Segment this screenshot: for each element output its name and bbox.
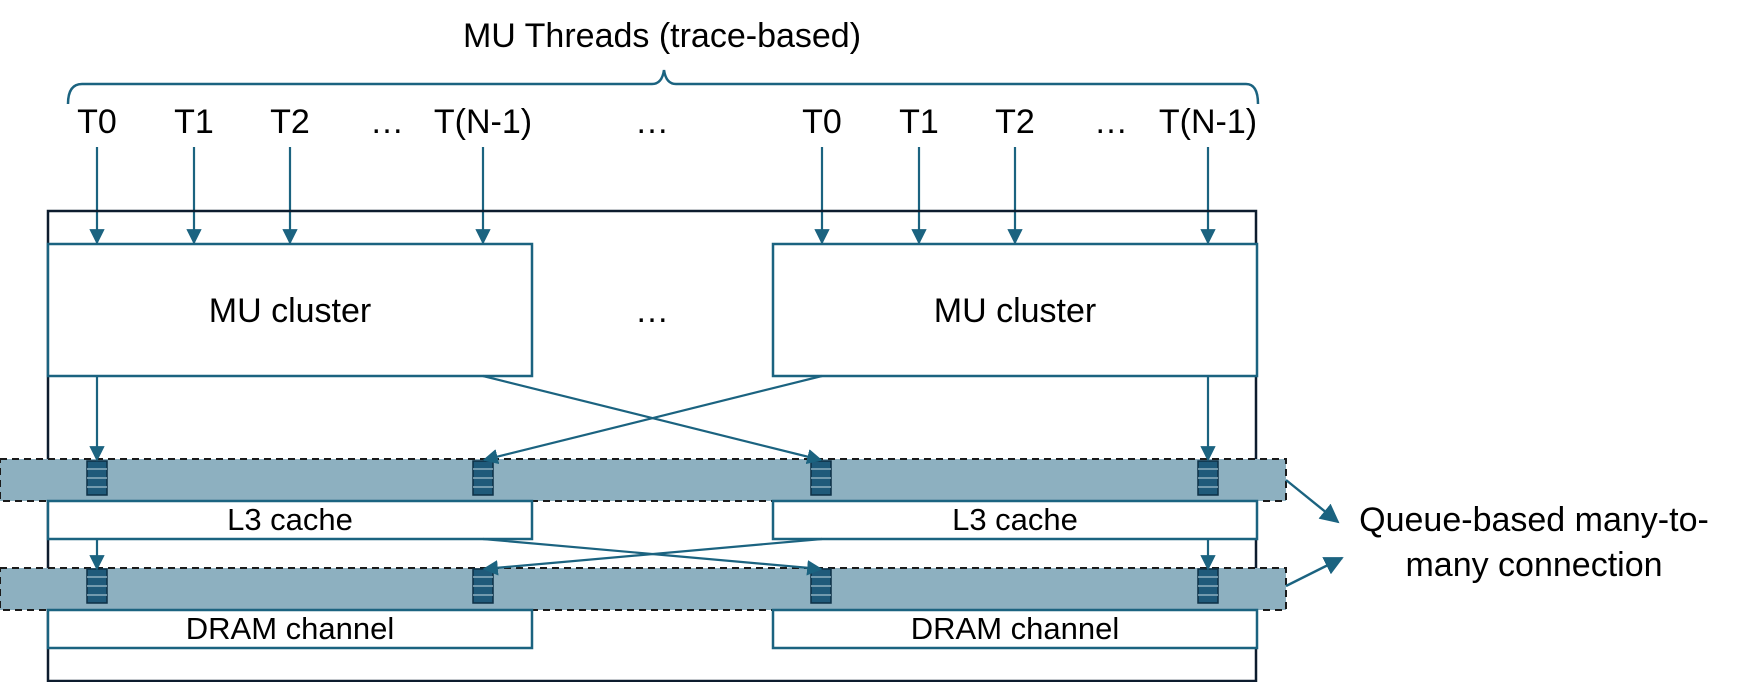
queue-icon [472, 568, 494, 604]
mu-cluster-left-label: MU cluster [209, 292, 371, 330]
queue-band-dram [0, 567, 1287, 611]
thread-label-tn1-right: T(N-1) [1159, 103, 1257, 141]
thread-label-ellipsis-middle: … [635, 103, 669, 141]
thread-labels-right: T0 T1 T2 … T(N-1) [802, 103, 1257, 141]
threads-brace [66, 69, 1260, 105]
queue-icon [810, 568, 832, 604]
annotation-arrows [1285, 479, 1344, 588]
system-frame [46, 209, 1258, 682]
annotation-line-2: many connection [1405, 546, 1662, 584]
mu-cluster-right-label: MU cluster [934, 292, 1096, 330]
thread-label-ellipsis-right: … [1094, 103, 1128, 141]
thread-label-t1-right: T1 [899, 103, 939, 141]
diagram-title: MU Threads (trace-based) [463, 17, 861, 55]
thread-label-t2-right: T2 [995, 103, 1035, 141]
queue-band-l3 [0, 458, 1287, 502]
thread-label-ellipsis-left: … [370, 103, 404, 141]
dram-channel-right-label: DRAM channel [911, 611, 1119, 646]
thread-arrows [89, 147, 1216, 245]
thread-labels-left: T0 T1 T2 … T(N-1) [77, 103, 532, 141]
dram-channel-left-box [46, 608, 534, 650]
queue-icon [810, 460, 832, 496]
queue-icon [472, 460, 494, 496]
annotation-arrow [1285, 556, 1344, 588]
mu-cluster-ellipsis: … [635, 292, 669, 330]
l3-cache-right-label: L3 cache [952, 502, 1078, 537]
l3-to-dram-connections [89, 537, 1216, 576]
l3-cache-right-box [771, 499, 1259, 541]
connection-arrow [482, 537, 823, 576]
mu-to-l3-connections [89, 374, 1216, 465]
queues-dram [86, 568, 1219, 604]
thread-label-t0-right: T0 [802, 103, 842, 141]
thread-label-t1-left: T1 [174, 103, 214, 141]
dram-channel-left-label: DRAM channel [186, 611, 394, 646]
connection-arrow [482, 374, 823, 465]
dram-channel-right-box [771, 608, 1259, 650]
thread-label-t2-left: T2 [270, 103, 310, 141]
mu-cluster-right-box [771, 242, 1259, 378]
queue-icon [1197, 460, 1219, 496]
mu-cluster-left-box [46, 242, 534, 378]
annotation-arrow [1285, 479, 1340, 524]
annotation-line-1: Queue-based many-to- [1359, 501, 1709, 539]
queue-icon [86, 460, 108, 496]
queues-l3 [86, 460, 1219, 496]
l3-cache-left-box [46, 499, 534, 541]
thread-label-tn1-left: T(N-1) [434, 103, 532, 141]
queue-icon [86, 568, 108, 604]
l3-cache-left-label: L3 cache [227, 502, 353, 537]
thread-label-t0-left: T0 [77, 103, 117, 141]
queue-icon [1197, 568, 1219, 604]
